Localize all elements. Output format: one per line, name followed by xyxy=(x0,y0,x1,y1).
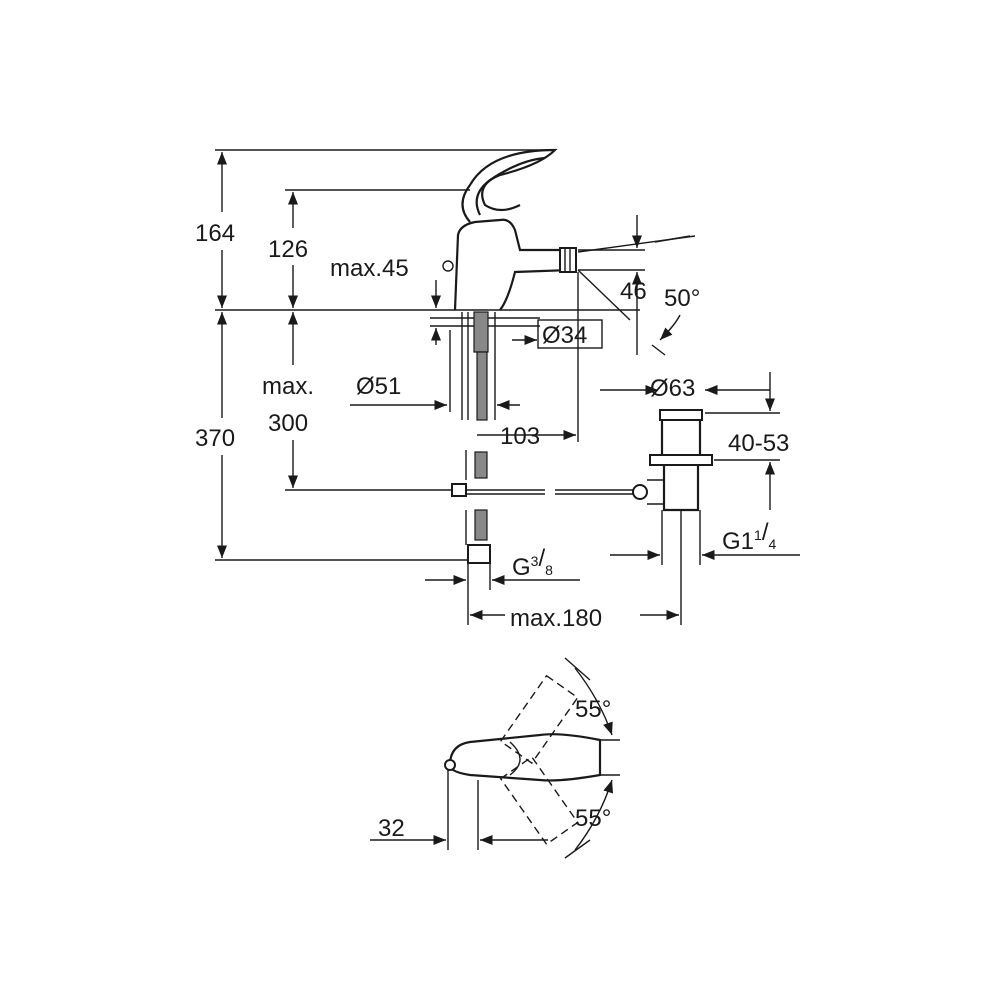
dimension-164: 164 xyxy=(195,152,235,308)
dim-label-g3-8: G3/8 xyxy=(512,545,553,581)
dim-label-40-53: 40-53 xyxy=(728,430,789,457)
dimension-max-180: max.180 xyxy=(470,510,682,632)
dimension-50-degree: 50° xyxy=(577,235,700,356)
dim-label-164: 164 xyxy=(195,220,235,247)
dimension-46: 46 xyxy=(578,215,647,355)
dim-label-126: 126 xyxy=(268,236,308,263)
dimension-370: 370 xyxy=(195,312,235,558)
dimension-126: 126 xyxy=(268,192,308,308)
dim-label-d51: Ø51 xyxy=(356,373,401,400)
dim-label-d63: Ø63 xyxy=(650,375,695,402)
dimension-max-300: max. 300 xyxy=(262,312,314,488)
dim-label-g1: G11/4 xyxy=(722,519,776,555)
dim-label-46: 46 xyxy=(620,278,647,305)
dimension-d51: Ø51 xyxy=(350,330,451,412)
dim-label-50deg: 50° xyxy=(664,285,700,312)
dimension-g3-8: G3/8 xyxy=(425,545,580,625)
dimension-d34: Ø34 xyxy=(512,319,603,349)
waste-assembly xyxy=(632,409,713,512)
dim-label-103: 103 xyxy=(500,423,540,450)
dim-label-370: 370 xyxy=(195,425,235,452)
dim-label-max45: max.45 xyxy=(330,255,409,282)
dim-label-max: max. xyxy=(262,373,314,400)
dimension-32: 32 xyxy=(370,770,548,850)
dim-label-max180: max.180 xyxy=(510,605,602,632)
dim-label-55deg-up: 55° xyxy=(575,696,611,723)
lever-top-view: 55° 55° xyxy=(444,657,620,859)
dimension-40-53: 40-53 xyxy=(705,372,789,510)
faucet-side-view xyxy=(430,148,640,564)
dimension-d63: Ø63 xyxy=(600,375,770,402)
dim-label-32: 32 xyxy=(378,815,405,842)
extension-lines xyxy=(215,149,640,561)
dim-label-300: 300 xyxy=(268,410,308,437)
dim-label-55deg-down: 55° xyxy=(575,805,611,832)
dimension-g1-1-4: G11/4 xyxy=(610,510,800,565)
dimension-103: 103 xyxy=(477,272,579,450)
dim-label-d34: Ø34 xyxy=(542,322,587,349)
